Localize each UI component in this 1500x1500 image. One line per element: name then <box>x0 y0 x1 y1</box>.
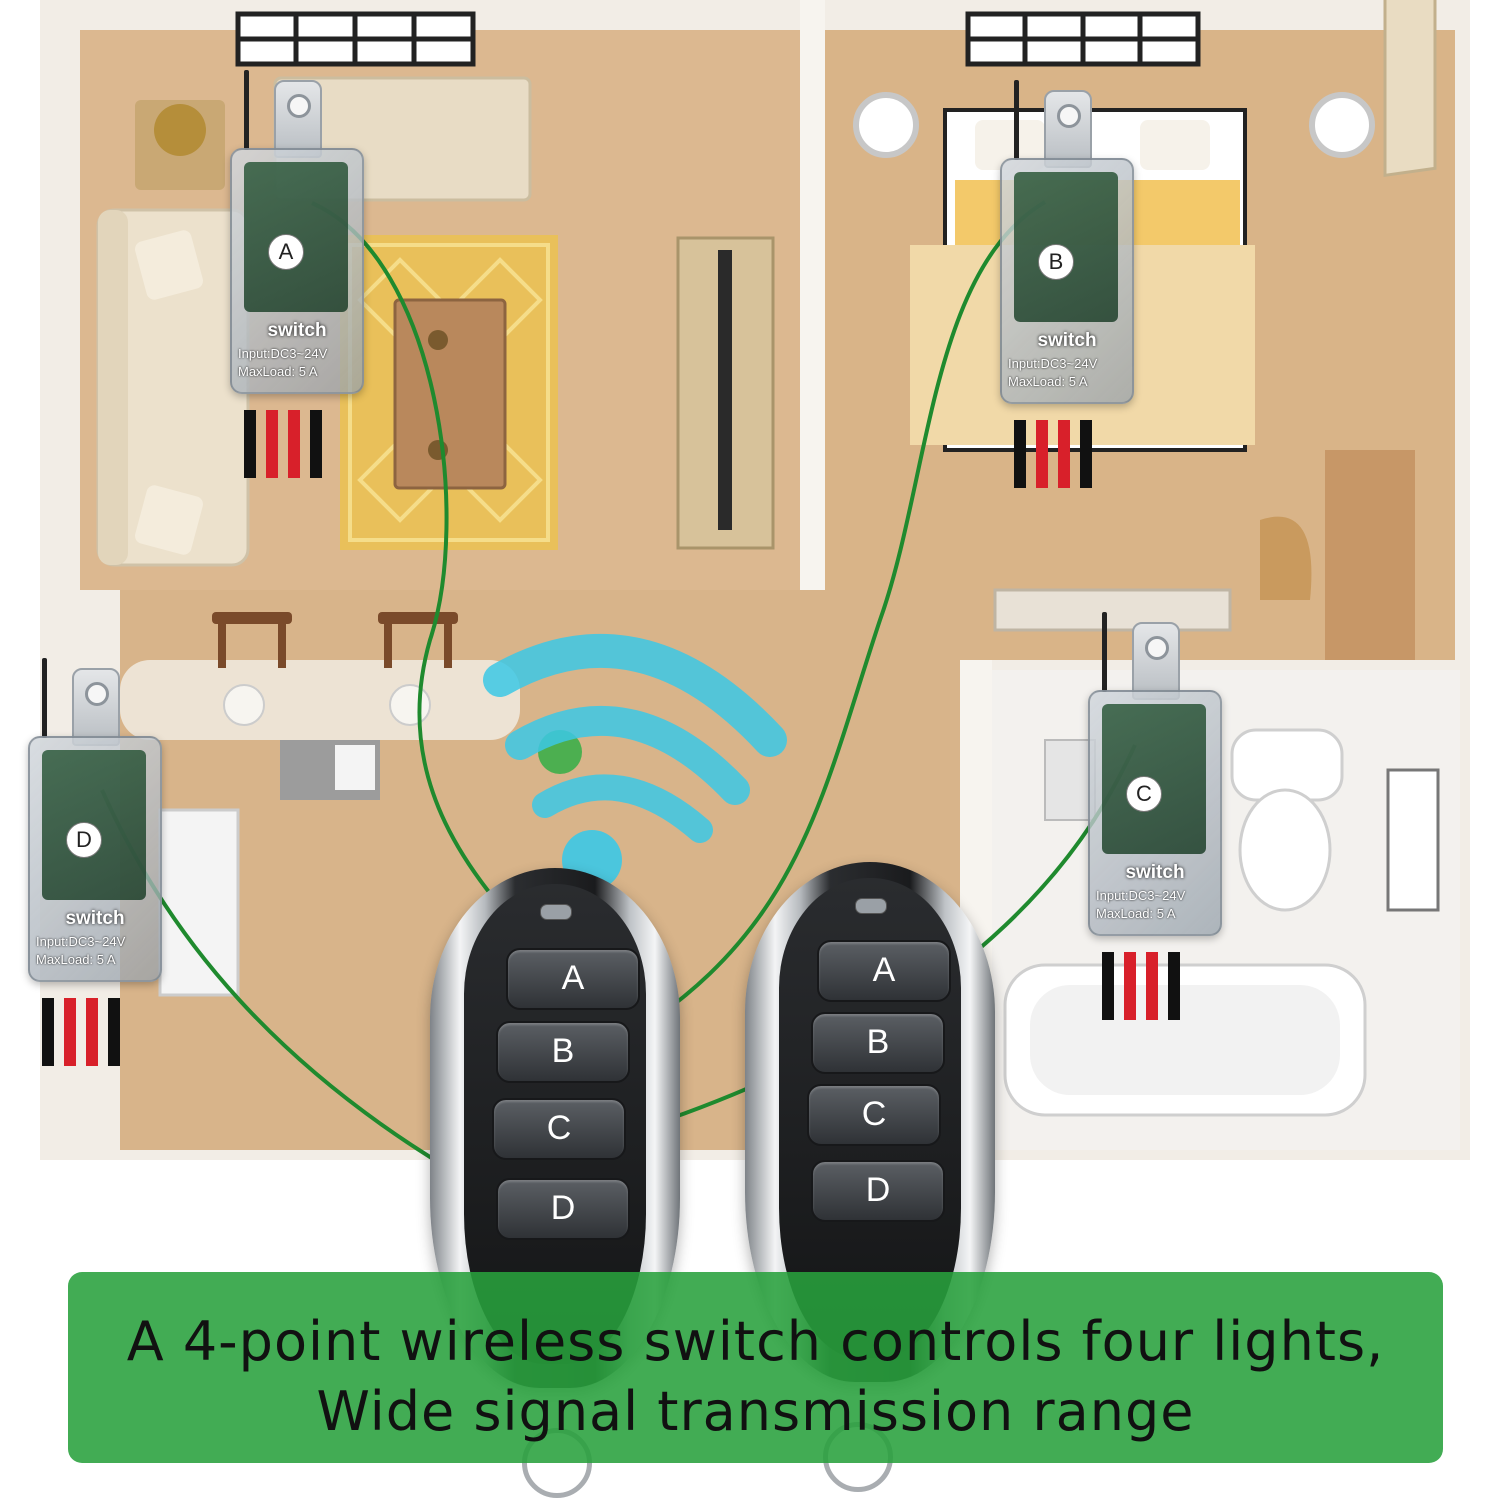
remote-button-c[interactable]: C <box>807 1084 941 1146</box>
module-title: switch <box>65 908 125 929</box>
module-label: A <box>268 234 304 270</box>
chair <box>1260 516 1312 600</box>
module-title: switch <box>1125 862 1185 883</box>
bedside-lamp-right <box>1309 92 1375 158</box>
module-casing: C switch Input:DC3~24V MaxLoad: 5 A <box>1088 690 1222 936</box>
bar-counter <box>120 660 520 740</box>
remote-button-a[interactable]: A <box>817 940 951 1002</box>
output-wires <box>1102 952 1202 1020</box>
module-load-spec: MaxLoad: 5 A <box>1096 906 1176 921</box>
dresser <box>1325 450 1415 660</box>
toilet-bowl <box>1238 788 1332 912</box>
window-ac <box>993 588 1232 632</box>
antenna <box>244 70 249 150</box>
remote-button-c[interactable]: C <box>492 1098 626 1160</box>
module-label: D <box>66 822 102 858</box>
module-title: switch <box>1037 330 1097 351</box>
output-wires <box>42 998 142 1066</box>
led-indicator <box>855 898 887 914</box>
tv <box>718 250 732 530</box>
module-load-spec: MaxLoad: 5 A <box>1008 374 1088 389</box>
wall-picture <box>1383 0 1437 178</box>
module-input-spec: Input:DC3~24V <box>238 346 328 361</box>
sofa <box>96 208 250 567</box>
remote-button-b[interactable]: B <box>496 1021 630 1083</box>
wifi-signal-icon <box>483 633 787 843</box>
caption-line-2: Wide signal transmission range <box>316 1380 1195 1443</box>
mounting-tab <box>72 668 120 746</box>
module-title: switch <box>267 320 327 341</box>
switch-module-b: B switch Input:DC3~24V MaxLoad: 5 A <box>1000 80 1134 488</box>
skylight-right <box>965 11 1201 67</box>
module-casing: A switch Input:DC3~24V MaxLoad: 5 A <box>230 148 364 394</box>
antenna <box>1102 612 1107 692</box>
wall-divider <box>800 0 825 590</box>
module-input-spec: Input:DC3~24V <box>1008 356 1098 371</box>
antenna <box>1014 80 1019 160</box>
module-label: C <box>1126 776 1162 812</box>
module-load-spec: MaxLoad: 5 A <box>36 952 116 967</box>
switch-module-d: D switch Input:DC3~24V MaxLoad: 5 A <box>28 658 162 1066</box>
remote-button-b[interactable]: B <box>811 1012 945 1074</box>
mounting-tab <box>274 80 322 158</box>
caption-banner: A 4-point wireless switch controls four … <box>68 1272 1443 1463</box>
remote-button-d[interactable]: D <box>496 1178 630 1240</box>
module-load-spec: MaxLoad: 5 A <box>238 364 318 379</box>
switch-module-a: A switch Input:DC3~24V MaxLoad: 5 A <box>230 70 364 478</box>
led-indicator <box>540 904 572 920</box>
remote-button-d[interactable]: D <box>811 1160 945 1222</box>
mounting-tab <box>1044 90 1092 168</box>
module-input-spec: Input:DC3~24V <box>1096 888 1186 903</box>
output-wires <box>244 410 344 478</box>
bedside-lamp-left <box>853 92 919 158</box>
switch-module-c: C switch Input:DC3~24V MaxLoad: 5 A <box>1088 612 1222 1020</box>
link-line-b <box>604 200 1047 1052</box>
lamp <box>154 104 206 156</box>
skylight-left <box>235 11 476 67</box>
antenna <box>42 658 47 738</box>
caption-line-1: A 4-point wireless switch controls four … <box>126 1310 1385 1373</box>
bathroom-window <box>1386 768 1440 912</box>
fridge <box>158 808 240 997</box>
coffee-table <box>393 298 507 490</box>
remote-button-a[interactable]: A <box>506 948 640 1010</box>
module-label: B <box>1038 244 1074 280</box>
module-input-spec: Input:DC3~24V <box>36 934 126 949</box>
mounting-tab <box>1132 622 1180 700</box>
module-casing: B switch Input:DC3~24V MaxLoad: 5 A <box>1000 158 1134 404</box>
link-line-a <box>311 201 554 964</box>
module-casing: D switch Input:DC3~24V MaxLoad: 5 A <box>28 736 162 982</box>
output-wires <box>1014 420 1114 488</box>
bathroom-sink <box>1044 739 1096 821</box>
bar-stools <box>212 612 458 668</box>
